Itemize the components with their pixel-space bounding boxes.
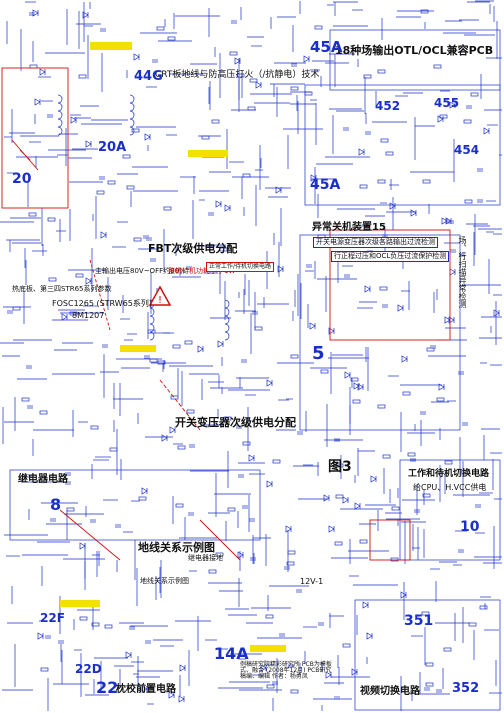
note-example: 地线关系示例图 (140, 577, 189, 585)
label-14A: 14A (214, 644, 249, 663)
label-5: 5 (312, 343, 325, 364)
fbt-title: FBT次级供电分配 (148, 242, 238, 255)
svg-text:!: ! (158, 295, 162, 306)
ground-title: 地线关系示例图 (138, 541, 215, 554)
relay-title: 继电器电路 (18, 474, 68, 485)
fig3-title: 图3 (328, 459, 352, 475)
video-title: 视频切换电路 (360, 686, 420, 697)
label-8: 8 (50, 495, 62, 514)
note-scan-detect: 场、行扫描异常检测 (458, 236, 467, 308)
label-351: 351 (404, 613, 434, 629)
crt-title: CRT板地线与防高压打火（/抗静电）技术 (155, 70, 320, 80)
label-cpu-power: 给CPU、H.VCC供电 (413, 483, 487, 492)
label-22: 22 (96, 678, 119, 697)
note-fosc: FOSC1265 (STRW65系列) (52, 299, 152, 308)
label-455: 455 (434, 96, 460, 110)
abnormal-title: 异常关机装置15 (312, 222, 386, 233)
note-abnormal-overcurrent: 开关电源变压器次级各路输出过流检测 (313, 237, 438, 248)
label-12v: 12V-1 (300, 577, 324, 586)
red-annotations (1, 67, 451, 561)
label-20A: 20A (98, 140, 127, 155)
label-45A-top: 45A (310, 38, 343, 56)
note-std-work-switch: 正常工作/待机切换电路 (206, 262, 275, 272)
label-352: 352 (452, 681, 480, 696)
note-standby-power: 整机待机功耗小于1W (168, 267, 236, 275)
label-44G: 44G (134, 69, 163, 84)
label-452: 452 (375, 99, 401, 113)
yellow-highlights (60, 42, 286, 652)
label-20: 20 (12, 171, 32, 187)
schematic-components (7, 9, 500, 703)
tuner-title: 枕校前置电路 (116, 684, 176, 695)
smps-title: 开关变压器次级供电分配 (175, 416, 296, 429)
note-relay-ground: 继电器接地 (188, 554, 223, 562)
label-45A-mid: 45A (310, 177, 341, 193)
warning-triangle-icon: ! (148, 285, 172, 306)
label-22F: 22F (40, 611, 65, 625)
note-main-voltage: 主输出电压80V~OFF约80% (95, 267, 186, 275)
note-abnormal-overvoltage: 行正程过压和OCL负压过流保护检测 (331, 251, 450, 262)
label-work-power: 工作和待机切换电路 (408, 469, 490, 479)
main-title: 18种场输出OTL/OCL兼容PCB (335, 44, 494, 57)
label-22D: 22D (75, 662, 102, 676)
label-454: 454 (454, 143, 480, 157)
chip-id: 8M1207 (72, 311, 105, 320)
note-three-series: 热底板、第三四STR65系列参数 (12, 285, 112, 293)
label-10: 10 (460, 519, 480, 535)
footer-note: 例稿研究院精彩研究所 PCB为模板式、融合 (2008年12月) PCB研究稿编… (240, 661, 332, 680)
